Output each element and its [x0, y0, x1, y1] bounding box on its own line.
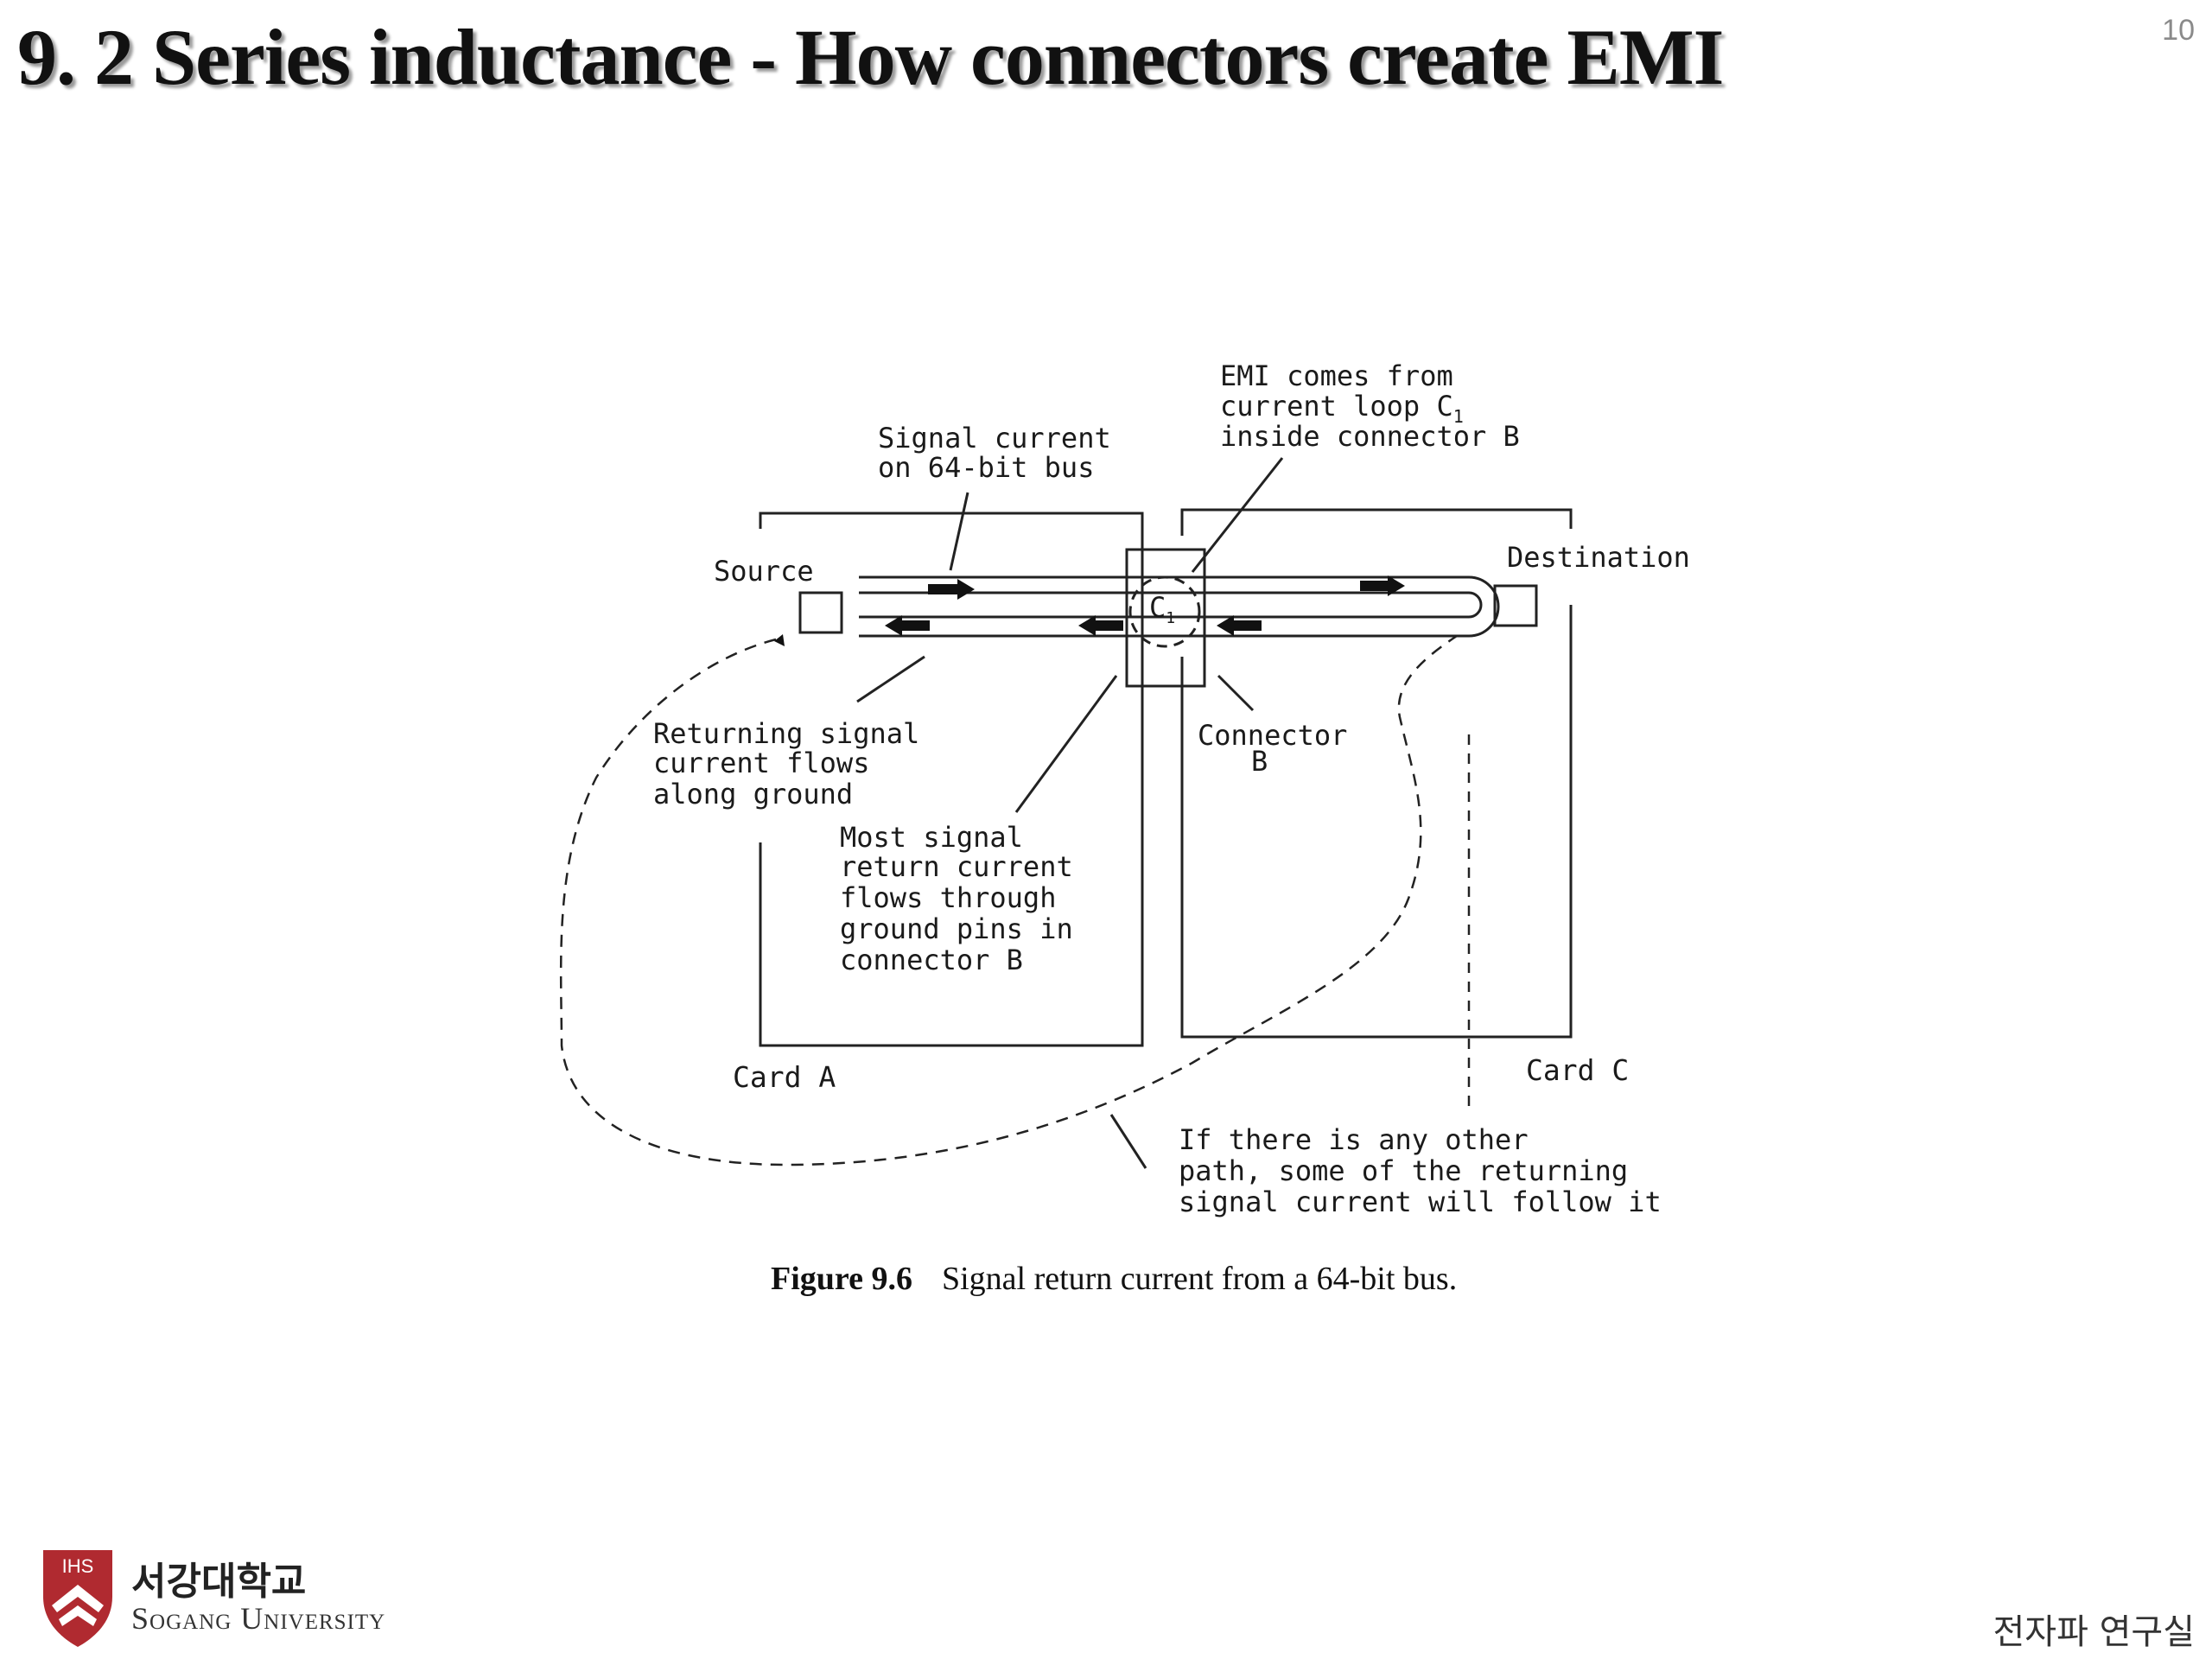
- label-card-c: Card C: [1526, 1053, 1629, 1087]
- leader-signal-current: [949, 492, 969, 571]
- arrow-left-icon: [1217, 615, 1262, 636]
- label-signal-current: Signal current on 64-bit bus: [878, 422, 1128, 484]
- leader-connector: [1217, 674, 1255, 712]
- label-card-a: Card A: [733, 1060, 836, 1094]
- lab-name: 전자파 연구실: [1993, 1612, 2195, 1652]
- figure-number: Figure 9.6: [771, 1261, 912, 1297]
- arrow-left-icon: [885, 615, 930, 636]
- figure-caption: Figure 9.6 Signal return current from a 6…: [771, 1260, 1457, 1298]
- logo-korean-name: 서강대학교: [131, 1560, 307, 1604]
- arrow-head-icon: [774, 634, 785, 646]
- label-source: Source: [714, 555, 814, 588]
- slide-title: 9. 2 Series inductance - How connectors …: [17, 13, 1724, 101]
- arrow-left-icon: [1078, 615, 1123, 636]
- label-connector-b: Connector B: [1198, 719, 1364, 778]
- label-most-return: Most signal return current flows through…: [840, 821, 1090, 976]
- arrow-right-icon: [928, 579, 975, 600]
- label-destination: Destination: [1507, 541, 1690, 574]
- logo-badge-text: IHS: [62, 1555, 94, 1577]
- leader-emi: [1191, 457, 1284, 573]
- label-returning-current: Returning signal current flows along gro…: [653, 717, 937, 810]
- arrow-right-icon: [1360, 575, 1405, 596]
- figure-caption-text: Signal return current from a 64-bit bus.: [941, 1261, 1458, 1297]
- university-logo: IHS 서강대학교 Sogang University: [36, 1547, 451, 1650]
- logo-english-name: Sogang University: [131, 1601, 386, 1636]
- destination-pad: [1493, 584, 1538, 627]
- page-number: 10: [2162, 14, 2195, 47]
- bus-loop-end: [1468, 575, 1500, 638]
- leader-other-path: [1109, 1114, 1147, 1169]
- leader-most-return: [1014, 675, 1118, 813]
- label-other-path: If there is any other path, some of the …: [1179, 1123, 1662, 1218]
- label-emi-source: EMI comes from current loop C1 inside co…: [1220, 359, 1520, 453]
- university-crest-icon: IHS: [43, 1550, 112, 1647]
- source-pad: [798, 591, 843, 634]
- card-c-outline: [1180, 508, 1573, 1039]
- alternate-return-path: [559, 634, 1458, 1166]
- label-loop-c1: C1: [1149, 591, 1175, 627]
- card-a-outline: [759, 512, 1144, 1047]
- leader-returning: [856, 655, 925, 703]
- current-loop-c1: [1128, 575, 1201, 648]
